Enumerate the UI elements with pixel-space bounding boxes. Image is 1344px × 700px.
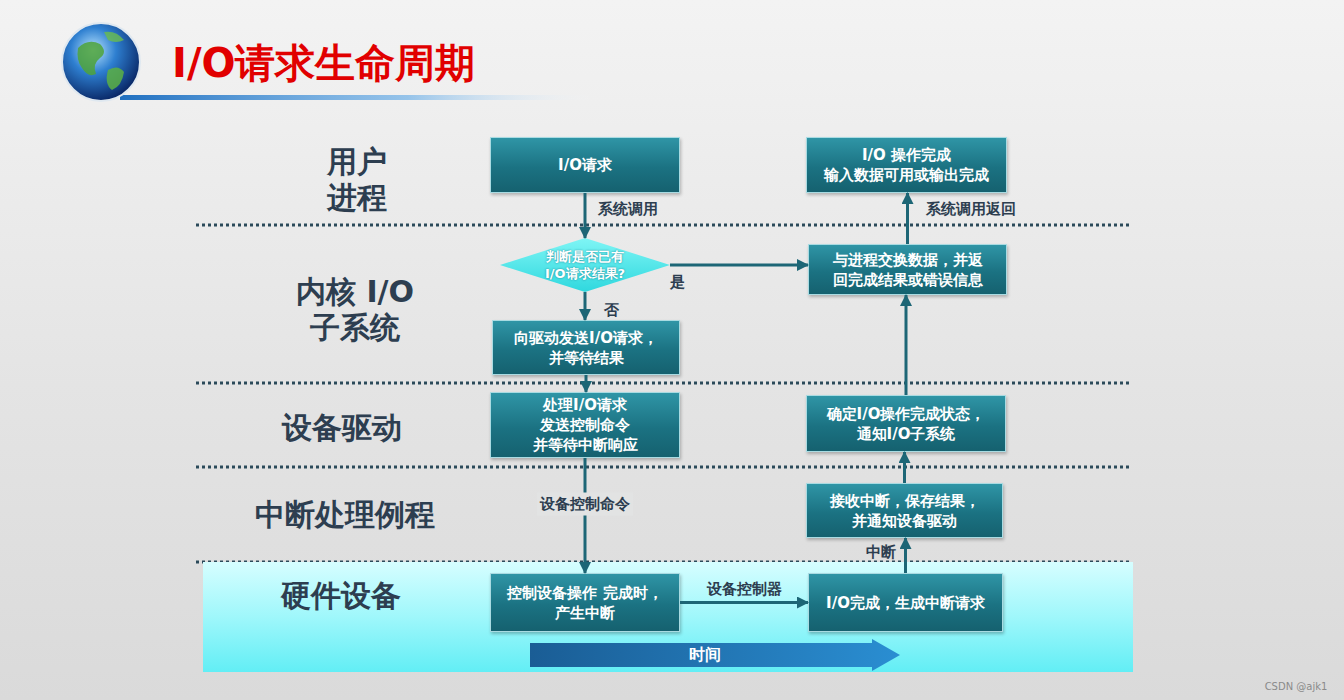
diagram-title: I/O请求生命周期 — [172, 38, 476, 88]
process-box: 确定I/O操作完成状态， 通知I/O子系统 — [806, 395, 1006, 452]
title-underline — [120, 95, 600, 100]
connector-arrow — [584, 193, 587, 238]
edge-label: 是 — [670, 273, 685, 292]
connector-arrow — [903, 452, 906, 483]
globe-icon — [62, 23, 140, 101]
process-box: I/O请求 — [490, 137, 680, 193]
node-text: 硬件设备 — [253, 578, 428, 614]
lane-separator — [196, 224, 1130, 227]
lane-band: 硬件设备 控制设备操作 完成时，产生中断 I/O完成，生成中断请求时间 — [203, 562, 1133, 672]
edge-label: 否 — [604, 301, 619, 320]
lane-label: 中断处理例程 — [240, 497, 450, 533]
connector-arrow — [584, 292, 587, 320]
node-text: 时间 — [689, 645, 721, 666]
lane-label: 用户 进程 — [317, 144, 397, 216]
node-text: 控制设备操作 完成时，产生中断 — [497, 583, 673, 623]
node-text: 确定I/O操作完成状态， 通知I/O子系统 — [813, 404, 999, 444]
connector-arrow — [680, 601, 808, 604]
process-box: I/O 操作完成 输入数据可用或输出完成 — [806, 137, 1007, 193]
connector-arrow — [905, 295, 908, 395]
process-box: 与进程交换数据，并返 回完成结果或错误信息 — [808, 244, 1007, 295]
process-box: 控制设备操作 完成时，产生中断 — [490, 573, 680, 632]
watermark: CSDN @ajk1 — [1265, 681, 1328, 692]
connector-arrow — [585, 375, 588, 392]
process-box: 接收中断，保存结果， 并通知设备驱动 — [806, 483, 1003, 538]
process-box: 处理I/O请求 发送控制命令 并等待中断响应 — [490, 392, 680, 458]
node-text: I/O 操作完成 输入数据可用或输出完成 — [813, 145, 1000, 185]
node-text: I/O完成，生成中断请求 — [826, 593, 985, 613]
lane-separator — [196, 466, 1130, 469]
diamond-outline — [500, 238, 670, 292]
connector-arrow — [584, 458, 587, 573]
connector-arrow — [904, 538, 907, 573]
lane-label: 内核 I/O 子系统 — [280, 274, 430, 346]
diamond-shape — [500, 238, 670, 292]
globe-land — [104, 32, 124, 42]
node-text: 判断是否已有 I/O请求结果? — [521, 248, 649, 282]
globe-land — [78, 42, 105, 75]
node-text: I/O请求 — [558, 155, 612, 175]
lane-label: 设备驱动 — [262, 410, 422, 446]
node-text: 接收中断，保存结果， 并通知设备驱动 — [813, 491, 996, 531]
edge-label: 设备控制器 — [707, 579, 782, 598]
globe-land — [107, 67, 124, 90]
edge-label: 中断 — [866, 542, 896, 561]
connector-arrow — [906, 193, 909, 244]
node-text: 处理I/O请求 发送控制命令 并等待中断响应 — [497, 395, 673, 455]
node-text: 与进程交换数据，并返 回完成结果或错误信息 — [815, 250, 1000, 290]
lane-separators — [196, 225, 1130, 562]
arrow-shape — [530, 639, 900, 671]
node-text: 向驱动发送I/O请求， 并等待结果 — [499, 328, 673, 368]
edge-label: 系统调用返回 — [926, 199, 1016, 218]
decision-diamond: 判断是否已有 I/O请求结果? — [500, 238, 670, 292]
edge-label: 系统调用 — [598, 199, 658, 218]
connector-arrow — [670, 264, 808, 267]
process-box: I/O完成，生成中断请求 — [808, 573, 1003, 632]
time-arrow: 时间 — [530, 639, 900, 671]
lane-separator — [196, 382, 1130, 385]
process-box: 向驱动发送I/O请求， 并等待结果 — [492, 320, 680, 375]
edge-label: 设备控制命令 — [537, 492, 633, 515]
